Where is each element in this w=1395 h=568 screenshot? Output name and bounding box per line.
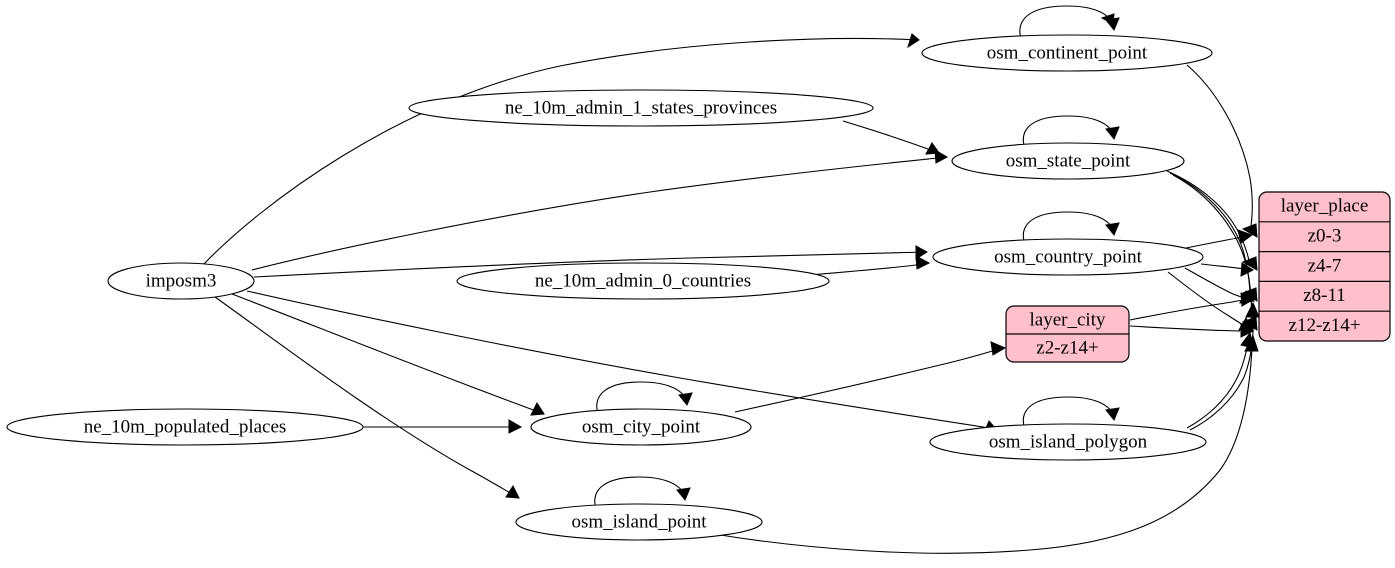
node-imposm3[interactable]: imposm3 (107, 262, 255, 300)
edge-layer_city-to-layer_place-z8-11[interactable] (1129, 292, 1256, 321)
node-ne_10m_populated_places[interactable]: ne_10m_populated_places (6, 408, 364, 446)
edge-ne_10m_admin_1_states_provinces-to-osm_state_point[interactable] (842, 120, 940, 155)
edge-osm_continent_point-self-loop[interactable] (1019, 5, 1120, 43)
node-osm_state_point-label: osm_state_point (1006, 150, 1131, 171)
node-osm_continent_point-label: osm_continent_point (987, 42, 1148, 63)
edge-osm_island_point-to-layer_place-z12-z14+[interactable] (713, 334, 1259, 554)
node-layer: imposm3 ne_10m_admin_1_states_provinces … (6, 34, 1213, 541)
record-layer_place-title: layer_place (1281, 195, 1369, 216)
node-osm_city_point-label: osm_city_point (582, 416, 701, 437)
edge-osm_island_point-self-loop[interactable] (594, 476, 691, 513)
edge-imposm3-to-osm_continent_point[interactable] (202, 33, 920, 266)
record-layer_city-row-z2-z14[interactable]: z2-z14+ (1036, 337, 1098, 358)
edge-layer_city-to-layer_place-z12-z14+[interactable] (1129, 323, 1255, 338)
edge-imposm3-to-osm_state_point[interactable] (251, 149, 949, 271)
node-osm_island_point-label: osm_island_point (571, 511, 707, 532)
record-node-layer_place[interactable]: layer_place z0-3 z4-7 z8-11 z12-z14+ (1258, 191, 1391, 342)
node-osm_country_point[interactable]: osm_country_point (932, 238, 1204, 276)
edge-layer (202, 5, 1260, 554)
edge-ne_10m_populated_places-to-osm_city_point[interactable] (363, 419, 523, 434)
record-node-layer: layer_city z2-z14+ layer_place z0-3 z4-7… (1005, 191, 1391, 363)
edge-osm_country_point-to-layer_place-z4-7[interactable] (1200, 262, 1255, 277)
node-ne_10m_admin_1_states_provinces[interactable]: ne_10m_admin_1_states_provinces (408, 89, 874, 127)
node-imposm3-label: imposm3 (146, 270, 217, 291)
record-layer_place-row-z8-11[interactable]: z8-11 (1303, 285, 1346, 306)
edge-osm_island_polygon-to-layer_place-z8-11[interactable] (1189, 301, 1260, 431)
edge-ne_10m_admin_0_countries-to-osm_country_point[interactable] (809, 255, 931, 276)
node-ne_10m_admin_0_countries[interactable]: ne_10m_admin_0_countries (456, 262, 830, 300)
node-ne_10m_admin_0_countries-label: ne_10m_admin_0_countries (535, 270, 751, 291)
edge-imposm3-to-osm_city_point[interactable] (231, 293, 545, 416)
edge-osm_city_point-to-layer_city-z2-z14+[interactable] (734, 341, 1007, 413)
node-osm_island_point[interactable]: osm_island_point (515, 503, 763, 541)
node-osm_city_point[interactable]: osm_city_point (530, 408, 752, 446)
node-ne_10m_admin_1_states_provinces-label: ne_10m_admin_1_states_provinces (505, 97, 777, 118)
node-osm_continent_point[interactable]: osm_continent_point (921, 34, 1213, 72)
edge-osm_city_point-self-loop[interactable] (596, 381, 693, 418)
edge-imposm3-to-osm_island_point[interactable] (214, 296, 520, 499)
record-layer_place-row-z0-3[interactable]: z0-3 (1308, 225, 1342, 246)
record-layer_city-title: layer_city (1030, 309, 1106, 330)
edge-osm_country_point-self-loop[interactable] (1022, 211, 1120, 248)
node-osm_island_polygon-label: osm_island_polygon (989, 431, 1148, 452)
node-osm_island_polygon[interactable]: osm_island_polygon (929, 423, 1207, 461)
record-layer_place-row-z4-7[interactable]: z4-7 (1308, 255, 1342, 276)
edge-imposm3-to-osm_country_point[interactable] (253, 245, 928, 278)
record-layer_place-row-z12-z14[interactable]: z12-z14+ (1289, 315, 1361, 336)
edge-osm_state_point-self-loop[interactable] (1022, 115, 1120, 152)
edge-osm_continent_point-to-layer_place-z0-3[interactable] (1186, 64, 1258, 238)
edge-osm_island_polygon-self-loop[interactable] (1022, 396, 1120, 433)
record-node-layer_city[interactable]: layer_city z2-z14+ (1005, 305, 1130, 363)
node-ne_10m_populated_places-label: ne_10m_populated_places (84, 416, 287, 437)
node-osm_state_point[interactable]: osm_state_point (951, 142, 1185, 180)
edge-osm_country_point-to-layer_place-z0-3[interactable] (1185, 229, 1254, 249)
node-osm_country_point-label: osm_country_point (994, 246, 1142, 267)
